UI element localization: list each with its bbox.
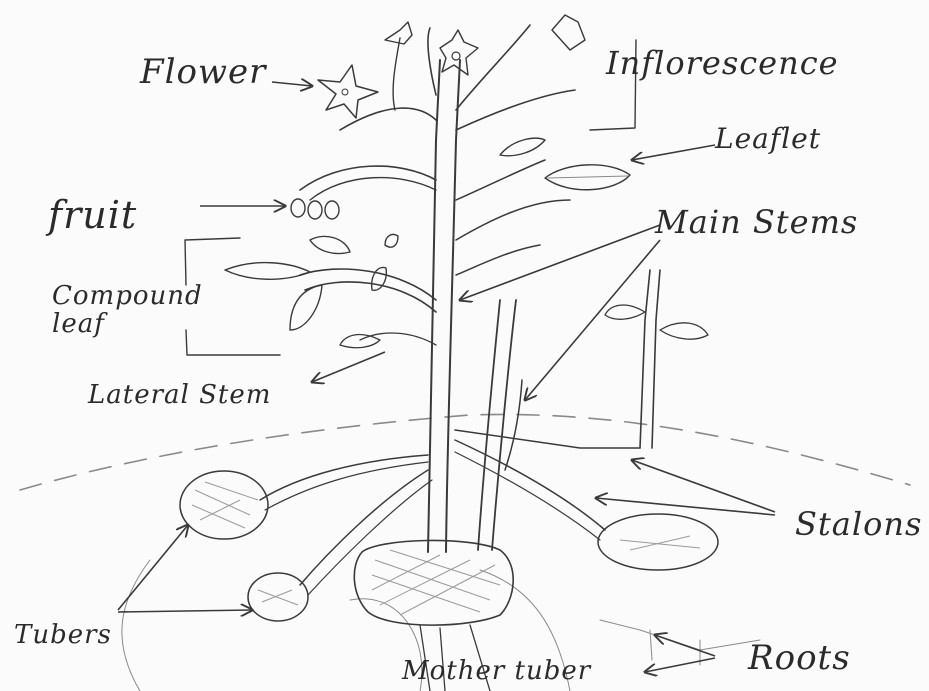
tuber-right: [598, 514, 718, 570]
stolon-to-sprout: [455, 430, 640, 448]
label-compound-leaf: Compound leaf: [52, 282, 202, 338]
stolon-right: [455, 440, 605, 530]
soil-surface-line: [20, 414, 910, 490]
flower-top-center: [440, 30, 478, 75]
label-leaflet: Leaflet: [715, 122, 821, 155]
label-stolons: Stalons: [795, 505, 922, 543]
label-flower: Flower: [140, 52, 266, 92]
flower-top-left: [385, 22, 412, 44]
label-tubers: Tubers: [14, 620, 112, 650]
label-mother-tuber: Mother tuber: [402, 656, 591, 686]
stolon-left-lower: [300, 470, 428, 585]
mother-tuber-shape: [354, 540, 513, 625]
flower-top-right: [552, 15, 585, 50]
label-inflorescence: Inflorescence: [606, 44, 839, 82]
label-fruit: fruit: [48, 193, 137, 237]
sprout-stem: [640, 270, 650, 448]
main-stem-secondary: [478, 300, 500, 550]
fruits: [291, 199, 339, 219]
label-main-stems: Main Stems: [655, 203, 858, 241]
label-lateral-stem: Lateral Stem: [88, 380, 271, 410]
label-roots: Roots: [748, 638, 851, 678]
